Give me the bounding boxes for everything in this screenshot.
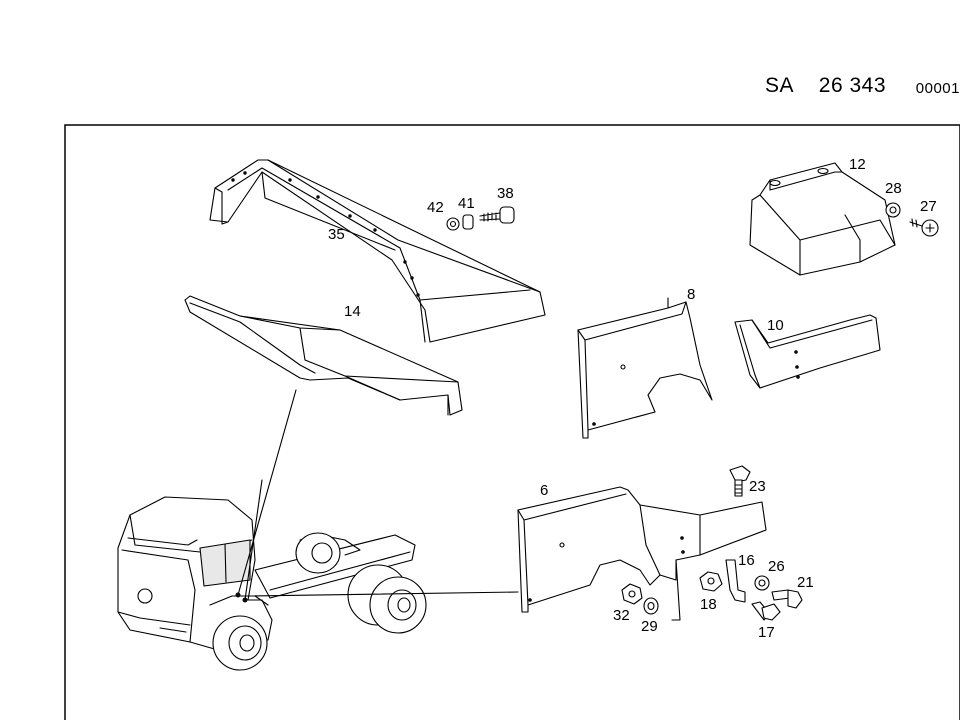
part-8-side-panel[interactable]: [577, 297, 713, 439]
part-26-washer[interactable]: [754, 575, 770, 591]
part-21-bolt[interactable]: [771, 589, 803, 609]
part-35-fender-arch[interactable]: [209, 159, 546, 343]
part-17-bolt[interactable]: [751, 601, 781, 621]
callout-35: 35: [328, 226, 345, 243]
callout-10: 10: [767, 317, 784, 334]
truck-chassis-illustration: [117, 496, 427, 671]
drawing-prefix: SA: [764, 74, 794, 97]
callout-32: 32: [613, 607, 630, 624]
callout-6: 6: [540, 482, 548, 499]
callout-labels: 35 42 41 38 12 28 27 14 8 10 6 23 16 26 …: [328, 156, 937, 641]
part-41-lock-washer[interactable]: [462, 214, 474, 230]
drawing-sheet-code: 00001: [915, 80, 960, 97]
callout-41: 41: [458, 195, 475, 212]
part-32-nut[interactable]: [621, 583, 643, 605]
part-29-washer[interactable]: [643, 597, 659, 615]
part-16-bracket[interactable]: [725, 559, 746, 603]
callout-38: 38: [497, 185, 514, 202]
callout-17: 17: [758, 624, 775, 641]
callout-28: 28: [885, 180, 902, 197]
part-23-bolt[interactable]: [729, 465, 751, 497]
callout-27: 27: [920, 198, 937, 215]
callout-12: 12: [849, 156, 866, 173]
part-14-running-board[interactable]: [184, 295, 463, 416]
part-27-screw[interactable]: [909, 218, 939, 237]
callout-8: 8: [687, 286, 695, 303]
callout-42: 42: [427, 199, 444, 216]
part-6-lower-panel[interactable]: [517, 486, 767, 621]
callout-23: 23: [749, 478, 766, 495]
callout-14: 14: [344, 303, 361, 320]
drawing-number: 26 343: [818, 74, 886, 97]
callout-16: 16: [738, 552, 755, 569]
callout-26: 26: [768, 558, 785, 575]
callout-18: 18: [700, 596, 717, 613]
part-10-bracket-panel[interactable]: [734, 314, 881, 389]
drawing-header: SA 26 343 00001: [660, 74, 960, 104]
part-18-nut[interactable]: [699, 571, 723, 592]
part-38-screw[interactable]: [479, 206, 515, 224]
callout-29: 29: [641, 618, 658, 635]
leader-lines: [237, 389, 519, 601]
callout-21: 21: [797, 574, 814, 591]
part-12-mudguard-box[interactable]: [749, 162, 896, 276]
part-42-washer[interactable]: [446, 217, 460, 231]
diagram-frame: [64, 124, 960, 720]
part-28-washer[interactable]: [885, 202, 901, 218]
